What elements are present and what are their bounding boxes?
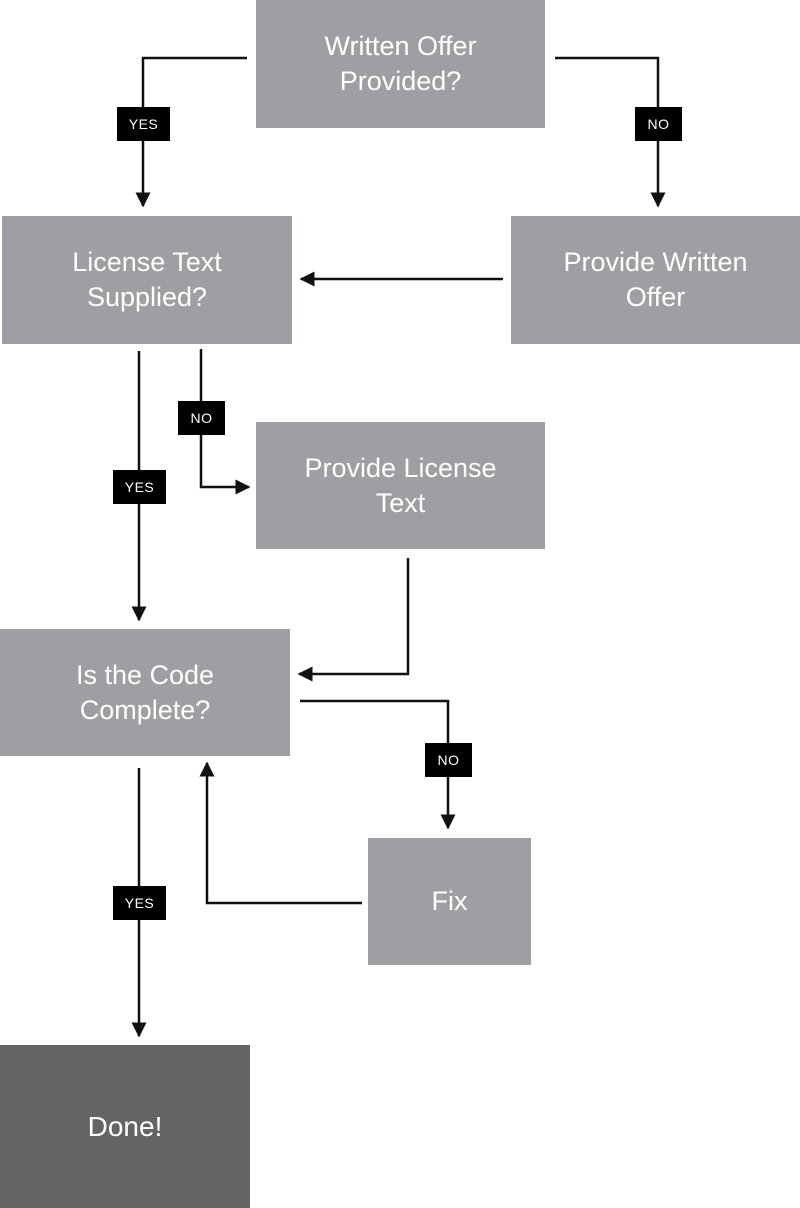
license-text-supplied-box: License Text Supplied? [2, 216, 292, 344]
no-label: NO [425, 743, 472, 777]
fix-box: Fix [368, 838, 531, 965]
arrow-provide-license-to-code [297, 558, 410, 682]
arrow-license-no [199, 349, 251, 495]
written-offer-provided-box: Written Offer Provided? [256, 0, 545, 128]
is-code-complete-box: Is the Code Complete? [0, 629, 290, 756]
arrow-fix-to-code [199, 761, 362, 905]
arrow-code-no [300, 699, 456, 830]
no-label: NO [178, 401, 225, 435]
yes-label: YES [113, 470, 166, 504]
no-label: NO [635, 107, 682, 141]
provide-license-text-box: Provide License Text [256, 422, 545, 549]
yes-label: YES [113, 886, 166, 920]
provide-written-offer-box: Provide Written Offer [511, 216, 800, 344]
yes-label: YES [117, 107, 170, 141]
arrow-offer-no [555, 56, 666, 208]
done-box: Done! [0, 1045, 250, 1208]
arrow-offer-yes [135, 56, 247, 208]
